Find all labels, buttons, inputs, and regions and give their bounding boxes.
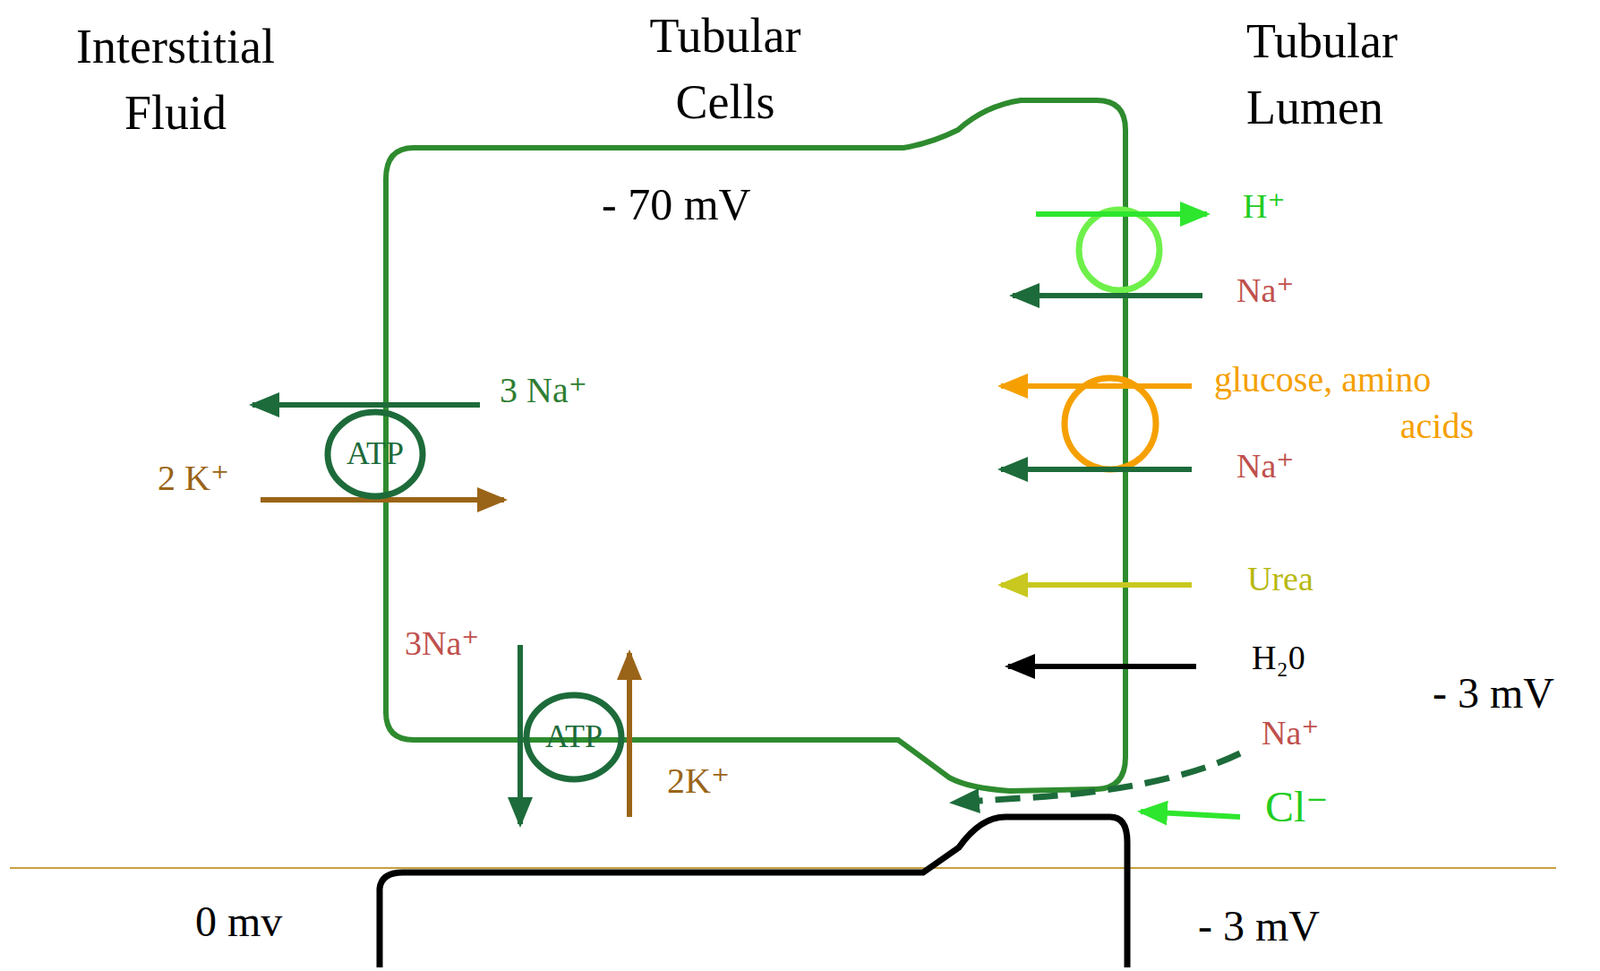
urea-arrow — [1001, 581, 1192, 588]
chloride-arrow — [1140, 811, 1241, 817]
solute-label: Urea — [1247, 558, 1314, 600]
atp-pump: ATP — [522, 691, 625, 783]
pump-label: ATP — [545, 717, 603, 756]
cell-outline — [385, 100, 1126, 791]
ion-label: Cl⁻ — [1265, 780, 1329, 833]
ion-label: 3Na⁺ — [404, 623, 480, 665]
region-title: Tubular Lumen — [1246, 8, 1462, 142]
membrane-potential: - 70 mV — [601, 177, 752, 232]
pump-label: ATP — [346, 434, 404, 473]
ion-label: 2 K⁺ — [157, 456, 230, 500]
paracellular-sodium-arrow — [952, 752, 1241, 803]
adjacent-cell-outline — [379, 816, 1128, 967]
symporter-symbol — [1064, 377, 1156, 470]
region-title: Tubular Cells — [617, 3, 833, 137]
atp-pump: ATP — [324, 408, 427, 500]
glucose-arrow — [1001, 383, 1192, 389]
ion-label: H⁺ — [1242, 186, 1286, 228]
baseline — [9, 866, 1557, 869]
ion-label: Na⁺ — [1236, 445, 1294, 488]
ion-label: 3 Na⁺ — [499, 368, 588, 412]
water-arrow — [1008, 663, 1197, 669]
ion-label: Na⁺ — [1236, 270, 1294, 312]
ion-label: 2K⁺ — [667, 759, 730, 803]
sodium-arrow — [1012, 292, 1203, 299]
solute-label: H₂0 — [1251, 637, 1306, 679]
tubular-cell: - 70 mV — [385, 100, 1126, 791]
sodium-arrow — [1001, 466, 1192, 472]
potassium-arrow — [626, 652, 633, 817]
solute-label: glucose, amino acids — [1214, 356, 1474, 450]
potential-label: 0 mv — [195, 895, 283, 948]
sodium-arrow — [517, 644, 523, 824]
sodium-arrow — [252, 402, 480, 408]
potential-label: - 3 mV — [1197, 899, 1320, 952]
ion-label: Na⁺ — [1261, 712, 1319, 754]
proton-arrow — [1035, 211, 1207, 217]
region-title: Interstitial Fluid — [41, 14, 310, 147]
antiporter-symbol — [1078, 209, 1160, 291]
potential-label: - 3 mV — [1432, 667, 1555, 719]
